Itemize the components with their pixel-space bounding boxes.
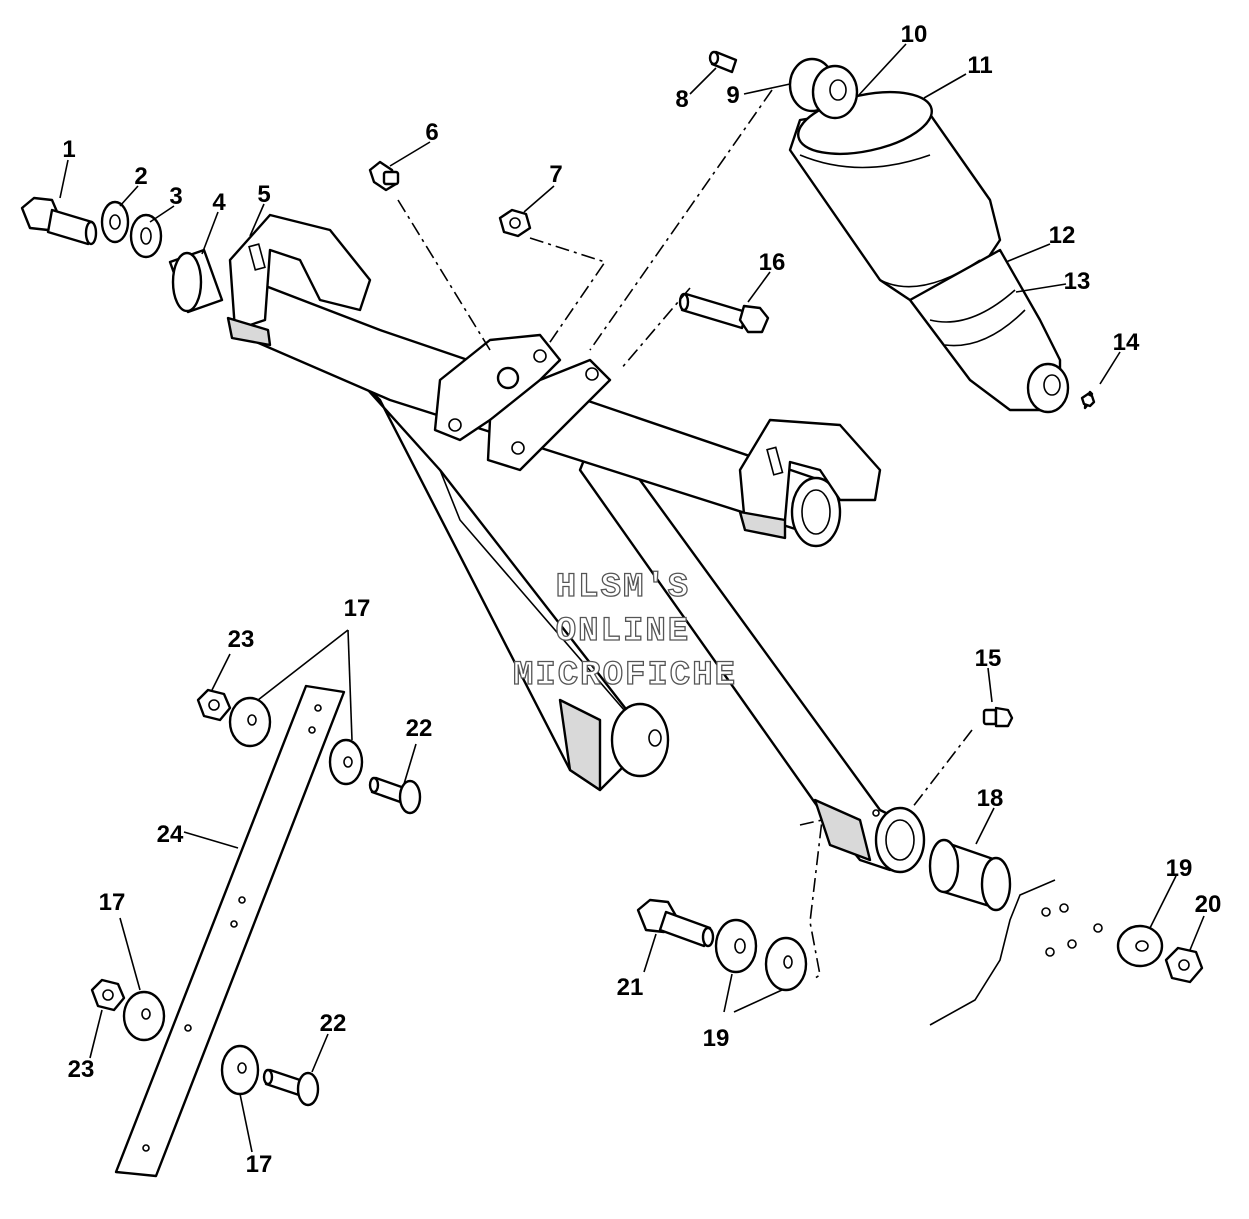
callout-19-right: 19 [1166, 855, 1193, 882]
grease-fitting-part-15 [982, 706, 1014, 728]
callout-13: 13 [1064, 268, 1091, 295]
callout-16: 16 [759, 249, 786, 276]
bolt-part-21 [636, 898, 715, 948]
watermark: HLSM'S ONLINE MICROFICHE [512, 568, 737, 695]
washer-part-17-d [220, 1044, 260, 1096]
watermark-line-1: HLSM'S [556, 569, 690, 607]
bushing-part-18 [928, 838, 1012, 912]
leader-lines [59, 43, 1205, 1153]
callout-6: 6 [425, 119, 438, 146]
washer-part-19-a [714, 918, 758, 974]
bolt-part-16 [678, 292, 770, 334]
hidden-bracket-outline [929, 879, 1103, 1026]
washer-part-17-b [328, 738, 364, 786]
callout-17-bottom: 17 [246, 1151, 273, 1178]
callout-19-bottom: 19 [703, 1025, 730, 1052]
shock-upper-eye-part-9 [788, 57, 859, 120]
callout-labels: 1 2 3 4 5 6 7 8 9 10 11 12 13 14 15 16 1… [62, 21, 1221, 1178]
callout-9: 9 [726, 82, 739, 109]
callout-18: 18 [977, 785, 1004, 812]
nut-part-23-b [90, 978, 126, 1012]
washer-part-17-c [122, 990, 166, 1042]
washer-part-2 [100, 200, 130, 244]
callout-24: 24 [157, 821, 184, 848]
swing-arm-assembly [226, 213, 926, 874]
callout-21: 21 [617, 974, 644, 1001]
washer-part-19-c [1116, 924, 1164, 968]
nut-part-23-a [196, 688, 232, 722]
callout-2: 2 [134, 163, 147, 190]
callout-23-bottom: 23 [68, 1056, 95, 1083]
callout-7: 7 [549, 161, 562, 188]
washer-part-17-a [228, 696, 272, 748]
bushing-part-4 [168, 248, 224, 314]
callout-12: 12 [1049, 222, 1076, 249]
center-lines [397, 89, 973, 981]
grease-fitting-part-6 [368, 160, 400, 192]
watermark-line-3: MICROFICHE [513, 657, 737, 695]
callout-8: 8 [675, 86, 688, 113]
callout-17-top: 17 [344, 595, 371, 622]
callout-22-top: 22 [406, 715, 433, 742]
pin-part-22-a [368, 776, 422, 815]
callout-17-left: 17 [99, 889, 126, 916]
callout-20: 20 [1195, 891, 1222, 918]
callout-23-top: 23 [228, 626, 255, 653]
strap-part-24 [114, 684, 346, 1178]
nut-part-7 [498, 208, 532, 238]
callout-10: 10 [901, 21, 928, 48]
callout-5: 5 [257, 181, 270, 208]
pin-part-14 [1080, 390, 1096, 410]
callout-14: 14 [1113, 329, 1140, 356]
washer-part-19-b [764, 936, 808, 992]
callout-15: 15 [975, 645, 1002, 672]
bolt-part-1 [20, 196, 98, 246]
pin-part-22-b [262, 1068, 320, 1107]
watermark-line-2: ONLINE [556, 613, 690, 651]
callout-11: 11 [967, 52, 992, 79]
washer-part-3 [129, 213, 163, 259]
callout-3: 3 [169, 183, 182, 210]
callout-22-bottom: 22 [320, 1010, 347, 1037]
pin-part-8 [708, 50, 738, 74]
nut-part-20 [1164, 946, 1204, 984]
callout-1: 1 [62, 136, 75, 163]
shock-absorber-part-11 [788, 90, 1070, 414]
callout-4: 4 [212, 189, 226, 216]
